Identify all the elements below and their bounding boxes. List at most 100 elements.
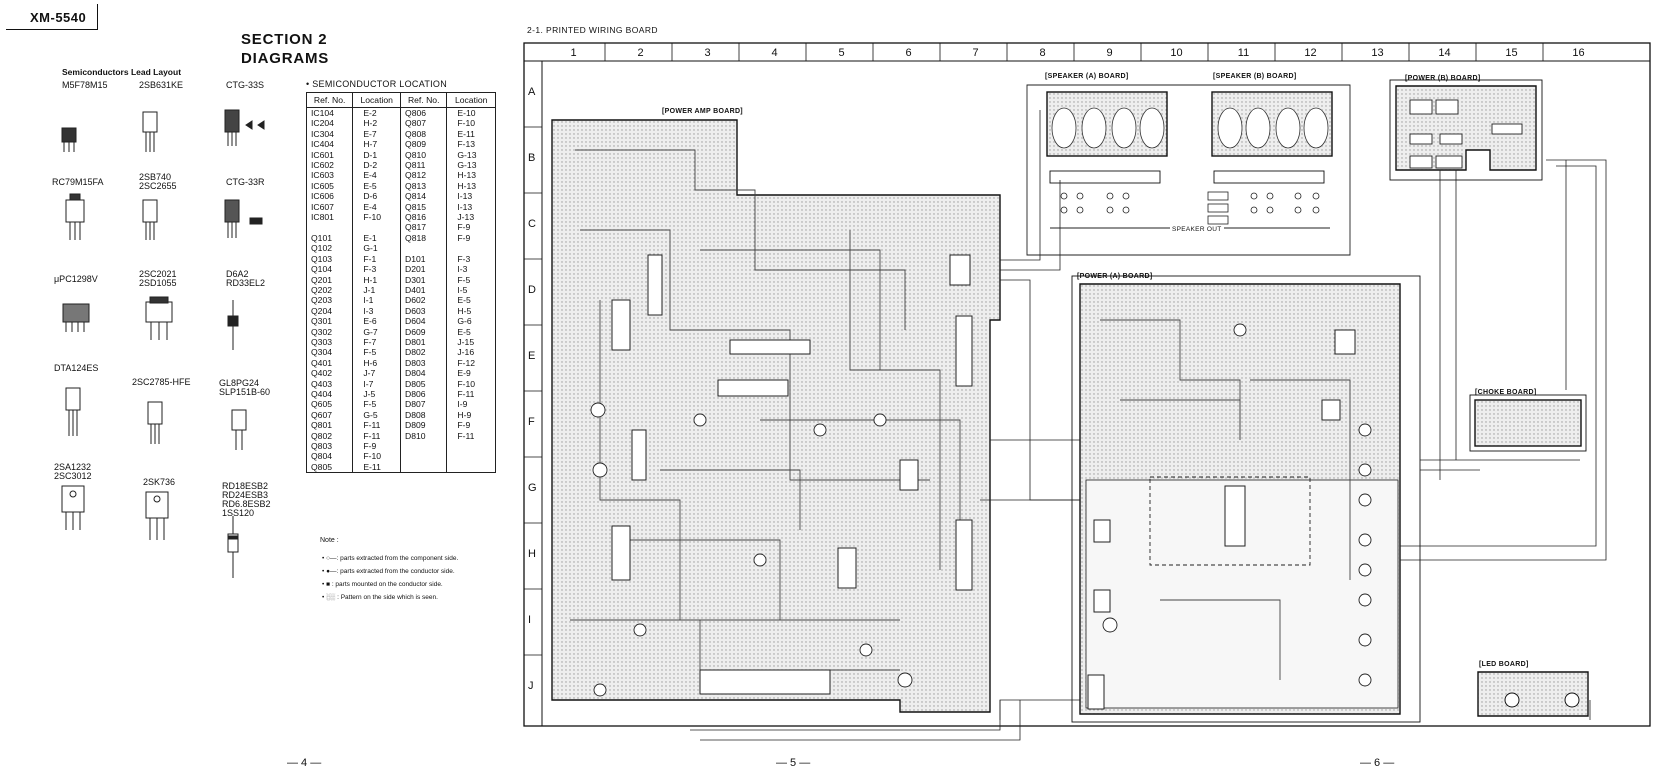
column-number: 8 [1039, 47, 1046, 59]
column-number: 2 [637, 47, 644, 59]
part-label: 2SD1055 [139, 278, 177, 288]
ref-no-cell: D603 [400, 305, 448, 317]
location-cell: J-15 [446, 336, 496, 348]
location-cell: F-12 [446, 357, 496, 369]
part-label: SLP151B-60 [219, 387, 271, 397]
power-b-board [1389, 79, 1543, 181]
ref-no-cell: Q813 [400, 180, 448, 192]
column-number: 15 [1505, 47, 1518, 59]
ref-no-cell: Q302 [305, 326, 354, 337]
part-label: D6A2 [226, 269, 249, 279]
location-cell: F-11 [446, 430, 496, 441]
ref-no-cell: Q803 [305, 441, 354, 452]
column-header: Ref. No. [305, 92, 354, 108]
location-cell: G-6 [446, 316, 496, 327]
column-number: 13 [1371, 47, 1384, 59]
power-transistor-icon [145, 491, 169, 540]
section-line-2: DIAGRAMS [241, 50, 330, 67]
part-label: 1SS120 [222, 508, 255, 518]
ref-no-cell: D602 [400, 295, 448, 306]
location-cell: F-11 [446, 388, 496, 400]
row-letter: H [528, 548, 536, 560]
ref-no-cell [400, 461, 448, 474]
column-header: Location [446, 92, 496, 108]
ref-no-cell: Q806 [400, 107, 448, 119]
location-cell: F-10 [446, 118, 496, 129]
component-sketches [61, 109, 265, 578]
note-item: • ░░ : Pattern on the side which is seen… [322, 594, 438, 601]
location-cell: E-10 [446, 107, 496, 119]
section-line-1: SECTION 2 [241, 31, 328, 48]
part-label: RD24ESB3 [222, 490, 269, 500]
ref-no-cell: D401 [400, 284, 448, 296]
page-number: — 4 — [287, 757, 322, 769]
location-cell: F-9 [446, 420, 496, 431]
location-title: • SEMICONDUCTOR LOCATION [306, 79, 448, 89]
ref-no-cell: Q804 [305, 451, 354, 462]
ref-no-cell: Q816 [400, 212, 448, 223]
row-letter: I [528, 614, 532, 626]
ic-block [611, 299, 631, 351]
power-amp-board [551, 119, 1001, 713]
ref-no-cell: Q403 [305, 378, 354, 389]
location-cell: F-5 [446, 274, 496, 285]
diode-array-icon [224, 199, 263, 238]
ref-no-cell: IC603 [305, 170, 354, 181]
ref-no-cell: Q101 [305, 232, 354, 244]
ref-no-cell: D803 [400, 357, 448, 369]
part-label: 2SC2655 [139, 181, 177, 191]
ref-no-cell: IC404 [305, 139, 354, 150]
note-title: Note : [320, 537, 339, 544]
location-cell: I-5 [446, 284, 496, 296]
column-number: 9 [1106, 47, 1113, 59]
part-label: 2SC3012 [54, 471, 92, 481]
location-cell: I-13 [446, 201, 496, 213]
part-label: GL8PG24 [219, 378, 260, 388]
transistor-icon [65, 387, 81, 436]
board-label-speaker-b: [SPEAKER (B) BOARD] [1213, 73, 1297, 80]
ref-no-cell: Q812 [400, 170, 448, 181]
location-cell: E-9 [446, 368, 496, 379]
location-cell: G-13 [446, 160, 496, 171]
ref-no-cell [400, 451, 448, 462]
led-board [1477, 671, 1589, 717]
ref-no-cell: Q303 [305, 336, 354, 348]
row-letter: C [528, 218, 536, 230]
ref-no-cell: Q810 [400, 149, 448, 161]
ref-no-cell: D809 [400, 420, 448, 431]
ref-no-cell: Q605 [305, 399, 354, 410]
location-cell: F-10 [446, 378, 496, 389]
part-label: μPC1298V [54, 274, 98, 284]
ref-no-cell: Q103 [305, 253, 354, 265]
ref-no-cell: Q814 [400, 191, 448, 202]
transistor-icon [145, 296, 173, 340]
ref-no-cell: Q104 [305, 264, 354, 275]
page-number: — 5 — [776, 757, 811, 769]
ref-no-cell: Q811 [400, 160, 448, 171]
page-number: — 6 — [1360, 757, 1395, 769]
part-label: DTA124ES [54, 363, 99, 373]
speaker-b-board [1211, 91, 1333, 184]
location-cell: H-9 [446, 409, 496, 421]
ref-no-cell: Q404 [305, 388, 354, 400]
location-cell: H-5 [446, 305, 496, 317]
location-cell: H-13 [446, 170, 496, 181]
ref-no-cell: IC204 [305, 118, 354, 129]
location-cell: E-5 [446, 326, 496, 337]
part-label: M5F78M15 [62, 80, 108, 90]
ref-no-cell: Q301 [305, 316, 354, 327]
ref-no-cell: IC304 [305, 128, 354, 140]
pwb-title: 2-1. PRINTED WIRING BOARD [527, 25, 658, 35]
